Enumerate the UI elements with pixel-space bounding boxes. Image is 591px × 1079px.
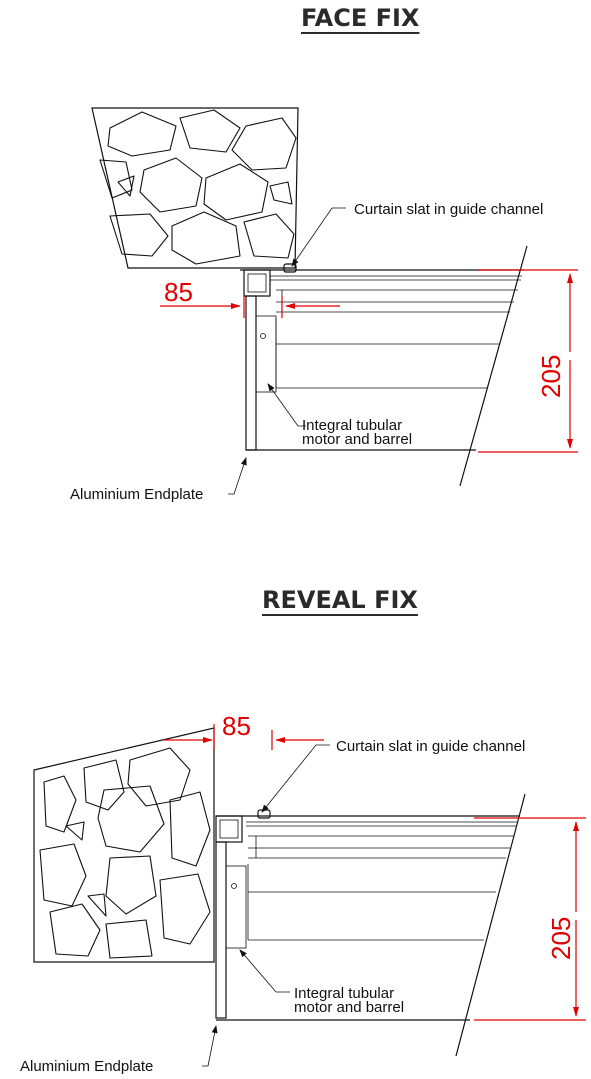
face-fix-motor-leader — [267, 383, 306, 427]
face-fix-slat-leader — [291, 207, 346, 267]
face-fix-slats — [240, 245, 528, 487]
face-fix-slat-label: Curtain slat in guide channel — [354, 201, 543, 218]
reveal-fix-height-value: 205 — [546, 917, 576, 960]
reveal-fix-motor-label-2: motor and barrel — [294, 999, 404, 1016]
face-fix-width-value: 85 — [164, 277, 193, 307]
face-fix-masonry-wall — [91, 107, 299, 269]
reveal-fix-title: REVEAL FIX — [262, 586, 418, 614]
face-fix-diagram: 85 205 Curtain slat in guide channel Int… — [70, 107, 578, 503]
face-fix-height-value: 205 — [536, 355, 566, 398]
reveal-fix-width-value: 85 — [222, 711, 251, 741]
reveal-fix-slats — [216, 793, 526, 1057]
reveal-fix-motor-leader — [239, 949, 290, 993]
face-fix-width-dimension — [160, 296, 340, 318]
face-fix-endplate-leader — [228, 457, 247, 495]
reveal-fix-slat-label: Curtain slat in guide channel — [336, 738, 525, 755]
reveal-fix-width-dimension — [164, 724, 324, 750]
reveal-fix-endplate-leader — [202, 1025, 218, 1067]
reveal-fix-height-dimension — [474, 817, 586, 1021]
reveal-fix-masonry-wall — [33, 727, 215, 963]
face-fix-height-dimension — [478, 269, 578, 453]
face-fix-motor-label-1: Integral tubular — [302, 417, 402, 434]
face-fix-motor-label-2: motor and barrel — [302, 431, 412, 448]
face-fix-guide-channel — [243, 263, 297, 297]
face-fix-endplate-label: Aluminium Endplate — [70, 486, 203, 503]
reveal-fix-slat-leader — [261, 744, 330, 813]
face-fix-title: FACE FIX — [301, 4, 420, 32]
reveal-fix-endplate-label: Aluminium Endplate — [20, 1058, 153, 1075]
face-fix-endplate — [245, 295, 277, 451]
reveal-fix-motor-label-1: Integral tubular — [294, 985, 394, 1002]
reveal-fix-diagram: 85 205 Curtain slat in guide channel Int… — [20, 711, 586, 1075]
reveal-fix-endplate — [215, 841, 247, 1019]
